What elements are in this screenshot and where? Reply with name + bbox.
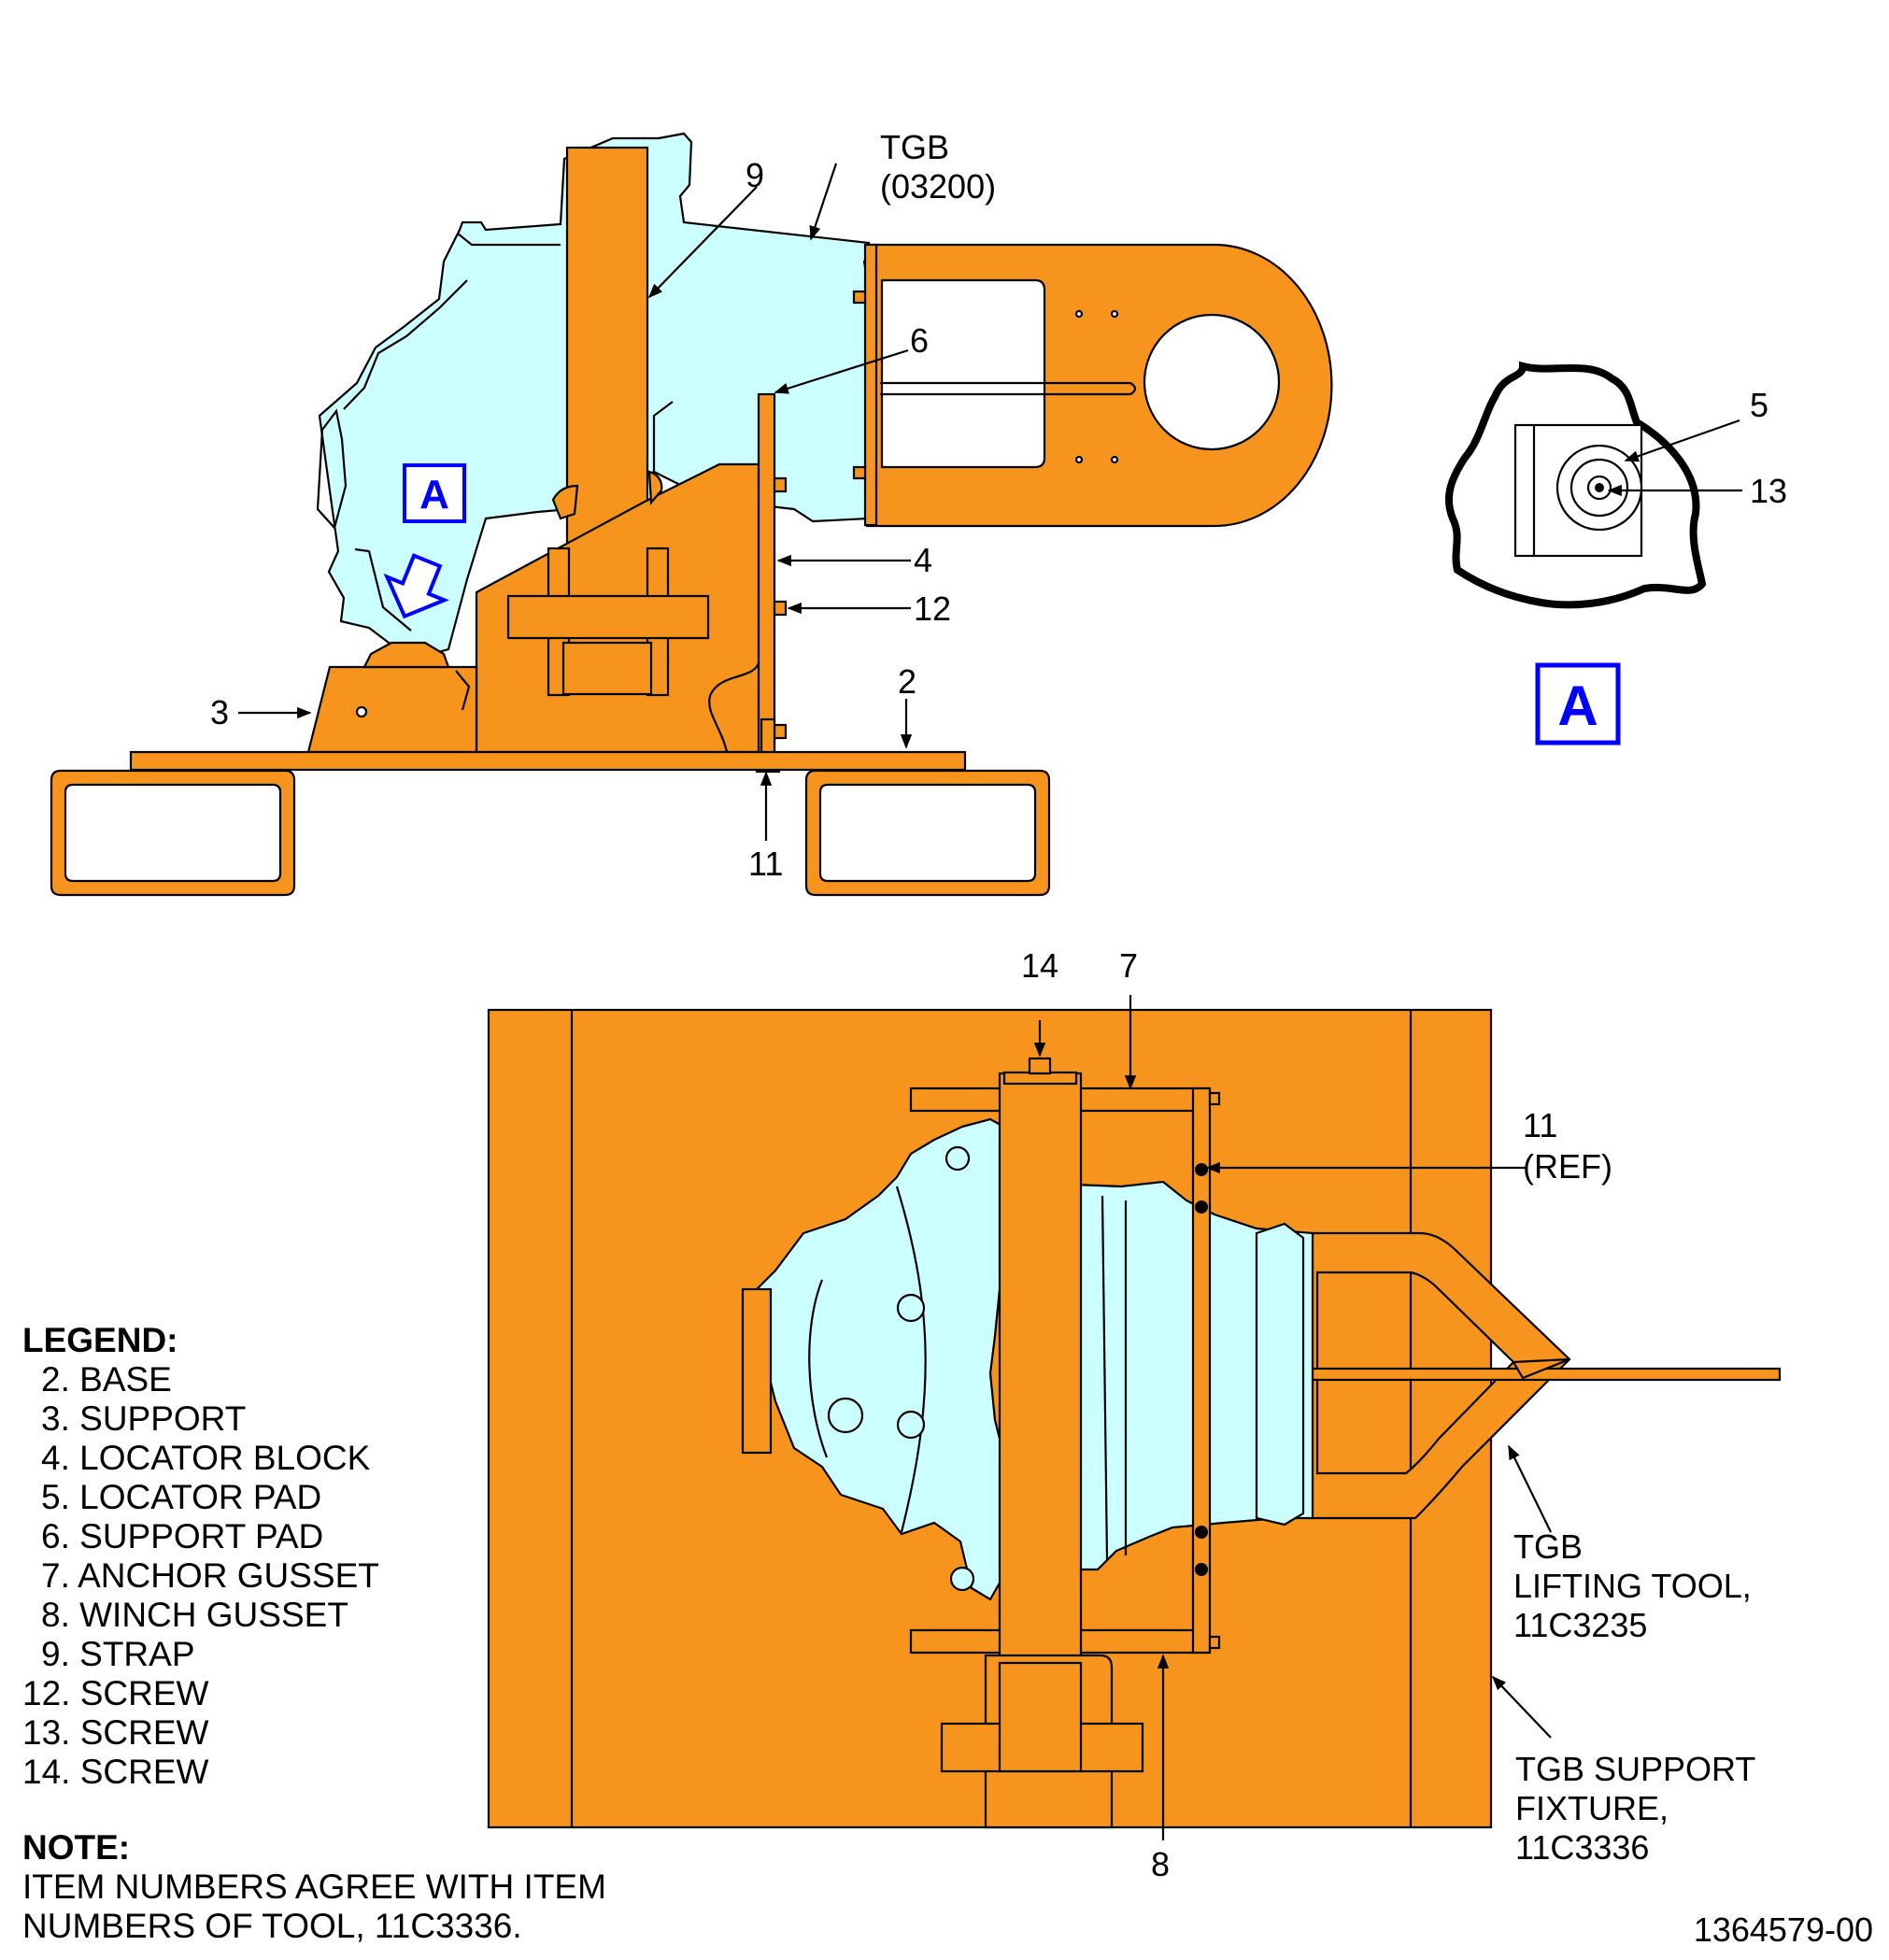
callout-11-ref-num: 11 — [1523, 1106, 1557, 1144]
figure-number: 1364579-00 — [1694, 1910, 1873, 1949]
legend-item: 8. WINCH GUSSET — [41, 1596, 348, 1634]
gearbox-side-flange-detail — [316, 408, 348, 531]
callout-tgb: TGB — [880, 128, 949, 166]
callout-11: 11 — [748, 845, 783, 883]
view-a-marker-box — [403, 463, 466, 523]
view-a-marker-letter: A — [419, 472, 449, 518]
legend-item: 13. SCREW — [22, 1713, 209, 1752]
view-a-label-box — [1535, 662, 1621, 746]
callout-5: 5 — [1750, 386, 1768, 424]
gearbox-side-contour — [343, 279, 468, 410]
locator-block — [757, 392, 776, 765]
note-line: NUMBERS OF TOOL, 11C3336. — [22, 1907, 522, 1945]
view-a-direction-arrow — [383, 553, 449, 619]
legend-item: 14. SCREW — [22, 1753, 209, 1791]
base-skid-right — [804, 769, 1051, 897]
callout-8: 8 — [1151, 1845, 1170, 1883]
callout-6: 6 — [910, 321, 929, 360]
detail-view-a: 5 13 A — [1445, 361, 1787, 746]
callout-3: 3 — [210, 693, 229, 731]
legend-item: 5. LOCATOR PAD — [41, 1478, 321, 1516]
note-title: NOTE: — [22, 1828, 130, 1867]
base-skid-left — [50, 769, 296, 897]
view-a-label-letter: A — [1557, 675, 1598, 737]
support — [306, 665, 478, 754]
callout-14: 14 — [1021, 946, 1058, 985]
screw-14 — [1028, 1057, 1052, 1075]
break-line — [708, 662, 760, 762]
legend-title: LEGEND: — [22, 1321, 178, 1359]
lifting-tool-label-line1: TGB — [1513, 1527, 1583, 1566]
legend-item: 2. BASE — [41, 1360, 172, 1399]
lifting-tool-label-line2: LIFTING TOOL, — [1513, 1567, 1752, 1605]
side-view: A TGB (03200) 9 6 4 12 3 2 11 — [50, 128, 1333, 897]
legend-item: 9. STRAP — [41, 1635, 195, 1673]
tgb-lifting-tool-side — [865, 243, 1333, 528]
note-line: ITEM NUMBERS AGREE WITH ITEM — [22, 1868, 606, 1906]
legend-item: 6. SUPPORT PAD — [41, 1517, 323, 1555]
tgb-lifting-tool-top — [1311, 1231, 1571, 1520]
legend-item: 3. SUPPORT — [41, 1399, 246, 1438]
callout-tgb-code: (03200) — [880, 167, 996, 206]
legend-item: 4. LOCATOR BLOCK — [41, 1439, 371, 1477]
note: NOTE: ITEM NUMBERS AGREE WITH ITEM NUMBE… — [22, 1828, 606, 1945]
callout-9: 9 — [746, 156, 764, 194]
support-fixture-label-line3: 11C3336 — [1515, 1828, 1649, 1867]
support-fixture-label-line2: FIXTURE, — [1515, 1789, 1669, 1827]
callout-7: 7 — [1119, 946, 1138, 985]
callout-2: 2 — [898, 662, 916, 701]
callout-12: 12 — [914, 589, 951, 628]
lifting-tool-label-line3: 11C3235 — [1513, 1606, 1647, 1644]
legend: LEGEND: 2. BASE 3. SUPPORT 4. LOCATOR BL… — [22, 1321, 379, 1791]
base — [129, 750, 967, 772]
legend-item: 12. SCREW — [22, 1674, 209, 1712]
callout-4: 4 — [914, 541, 932, 579]
legend-item: 7. ANCHOR GUSSET — [41, 1556, 379, 1595]
support-fixture-label-line1: TGB SUPPORT — [1515, 1750, 1755, 1788]
top-view: 14 7 11 (REF) 8 TGB LIFTING TOOL, 11C323… — [487, 946, 1782, 1883]
callout-11-ref: (REF) — [1523, 1147, 1612, 1186]
callout-13: 13 — [1750, 472, 1787, 510]
